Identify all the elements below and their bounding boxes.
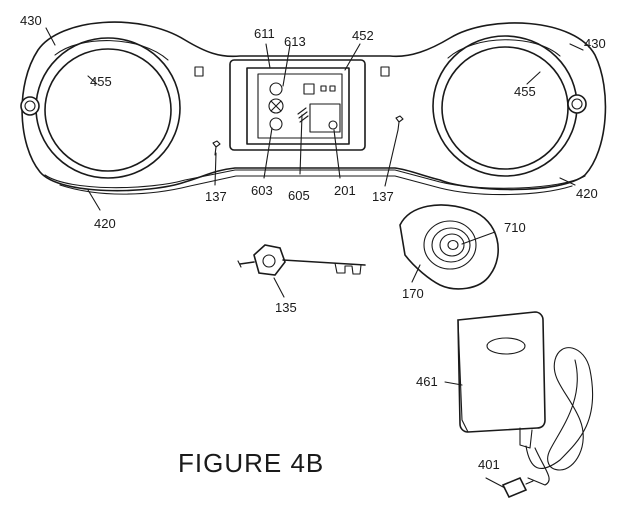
label-137-right: 137 — [372, 189, 394, 204]
center-panel — [257, 73, 343, 139]
charger-strain-relief — [519, 427, 533, 449]
label-137-left: 137 — [205, 189, 227, 204]
device-170 — [399, 204, 499, 290]
cuff-band — [44, 169, 586, 189]
right-keyhole-icon — [395, 115, 404, 131]
reference-labels: 430 430 455 455 420 420 611 613 452 603 … — [20, 13, 606, 472]
label-611: 611 — [254, 26, 275, 41]
indicator-light-icon — [269, 82, 283, 96]
speaker-icon — [268, 98, 284, 114]
device-dial-center-icon — [447, 239, 459, 251]
label-401: 401 — [478, 457, 500, 472]
charger-cable — [525, 347, 594, 471]
label-461: 461 — [416, 374, 438, 389]
label-430-left: 430 — [20, 13, 42, 28]
right-cuff-ring-inner — [441, 46, 569, 170]
charger-body — [457, 311, 546, 433]
label-430-right: 430 — [584, 36, 606, 51]
label-452: 452 — [352, 28, 374, 43]
charger-logo — [486, 337, 526, 355]
right-cuff-ring-outer — [432, 35, 578, 177]
label-135: 135 — [275, 300, 297, 315]
key-bit — [334, 262, 362, 275]
label-605: 605 — [288, 188, 310, 203]
key-shaft — [239, 259, 366, 266]
charger-461 — [444, 311, 594, 499]
dc-plug-icon — [501, 476, 528, 499]
right-pivot-bolt-icon — [567, 94, 587, 114]
center-housing-inner — [246, 67, 350, 145]
left-peg — [194, 66, 204, 77]
cuff-body-outline — [21, 21, 607, 192]
left-keyhole-icon — [212, 140, 221, 156]
label-455-right: 455 — [514, 84, 536, 99]
key-bow — [253, 244, 286, 276]
label-613: 613 — [284, 34, 306, 49]
left-pivot-bolt-icon — [20, 96, 40, 116]
contact-b — [329, 85, 336, 92]
handcuff-assembly — [20, 21, 607, 211]
sensor-icon — [269, 117, 283, 131]
label-603: 603 — [251, 183, 273, 198]
right-peg — [380, 66, 390, 77]
label-710: 710 — [504, 220, 526, 235]
center-housing-outer — [229, 59, 366, 151]
figure-caption: FIGURE 4B — [178, 448, 324, 478]
label-455-left: 455 — [90, 74, 112, 89]
label-170: 170 — [402, 286, 424, 301]
left-cuff-ring-outer — [35, 37, 181, 179]
right-cuff-hinge-arc — [447, 39, 561, 59]
left-cuff-hinge-arc — [54, 40, 169, 61]
battery-compartment — [309, 103, 341, 133]
charger-face — [457, 319, 469, 433]
left-cuff-ring-inner — [44, 48, 172, 172]
key-135 — [237, 244, 366, 298]
device-dial-outer — [423, 220, 477, 270]
battery-terminal-icon — [328, 120, 338, 130]
cuff-band-lower — [59, 175, 573, 196]
contact-a — [320, 85, 327, 92]
switch-icon — [297, 107, 309, 123]
label-420-left: 420 — [94, 216, 116, 231]
chip-small — [303, 83, 315, 95]
label-420-right: 420 — [576, 186, 598, 201]
label-201: 201 — [334, 183, 356, 198]
